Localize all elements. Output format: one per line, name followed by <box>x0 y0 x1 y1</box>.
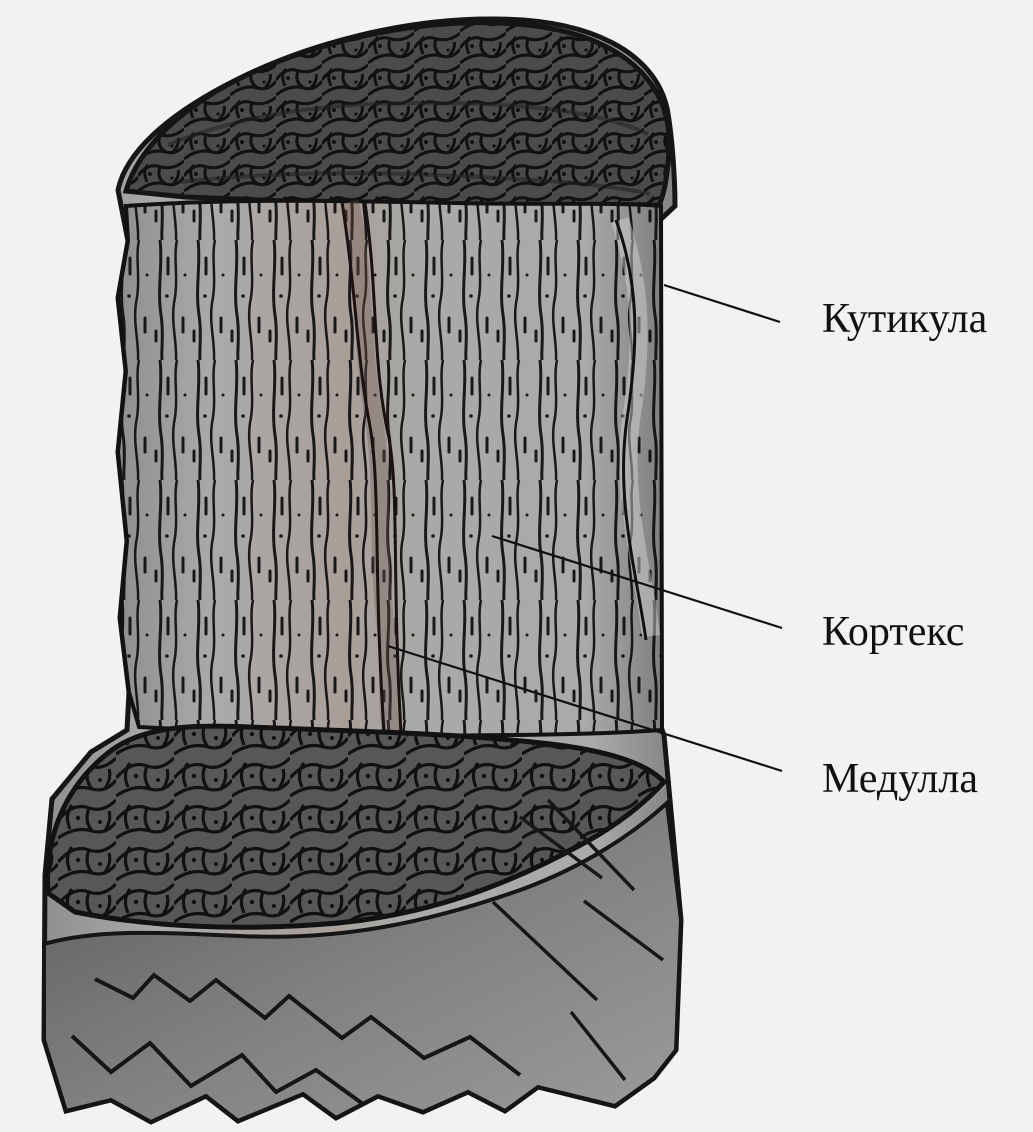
top-cross-section <box>126 23 669 205</box>
medulla-label: Медулла <box>822 756 978 802</box>
cuticle-leader-line <box>664 285 780 322</box>
cortex-panel <box>118 201 662 736</box>
cuticle-label: Кутикула <box>822 296 988 342</box>
cortex-label: Кортекс <box>822 609 964 655</box>
